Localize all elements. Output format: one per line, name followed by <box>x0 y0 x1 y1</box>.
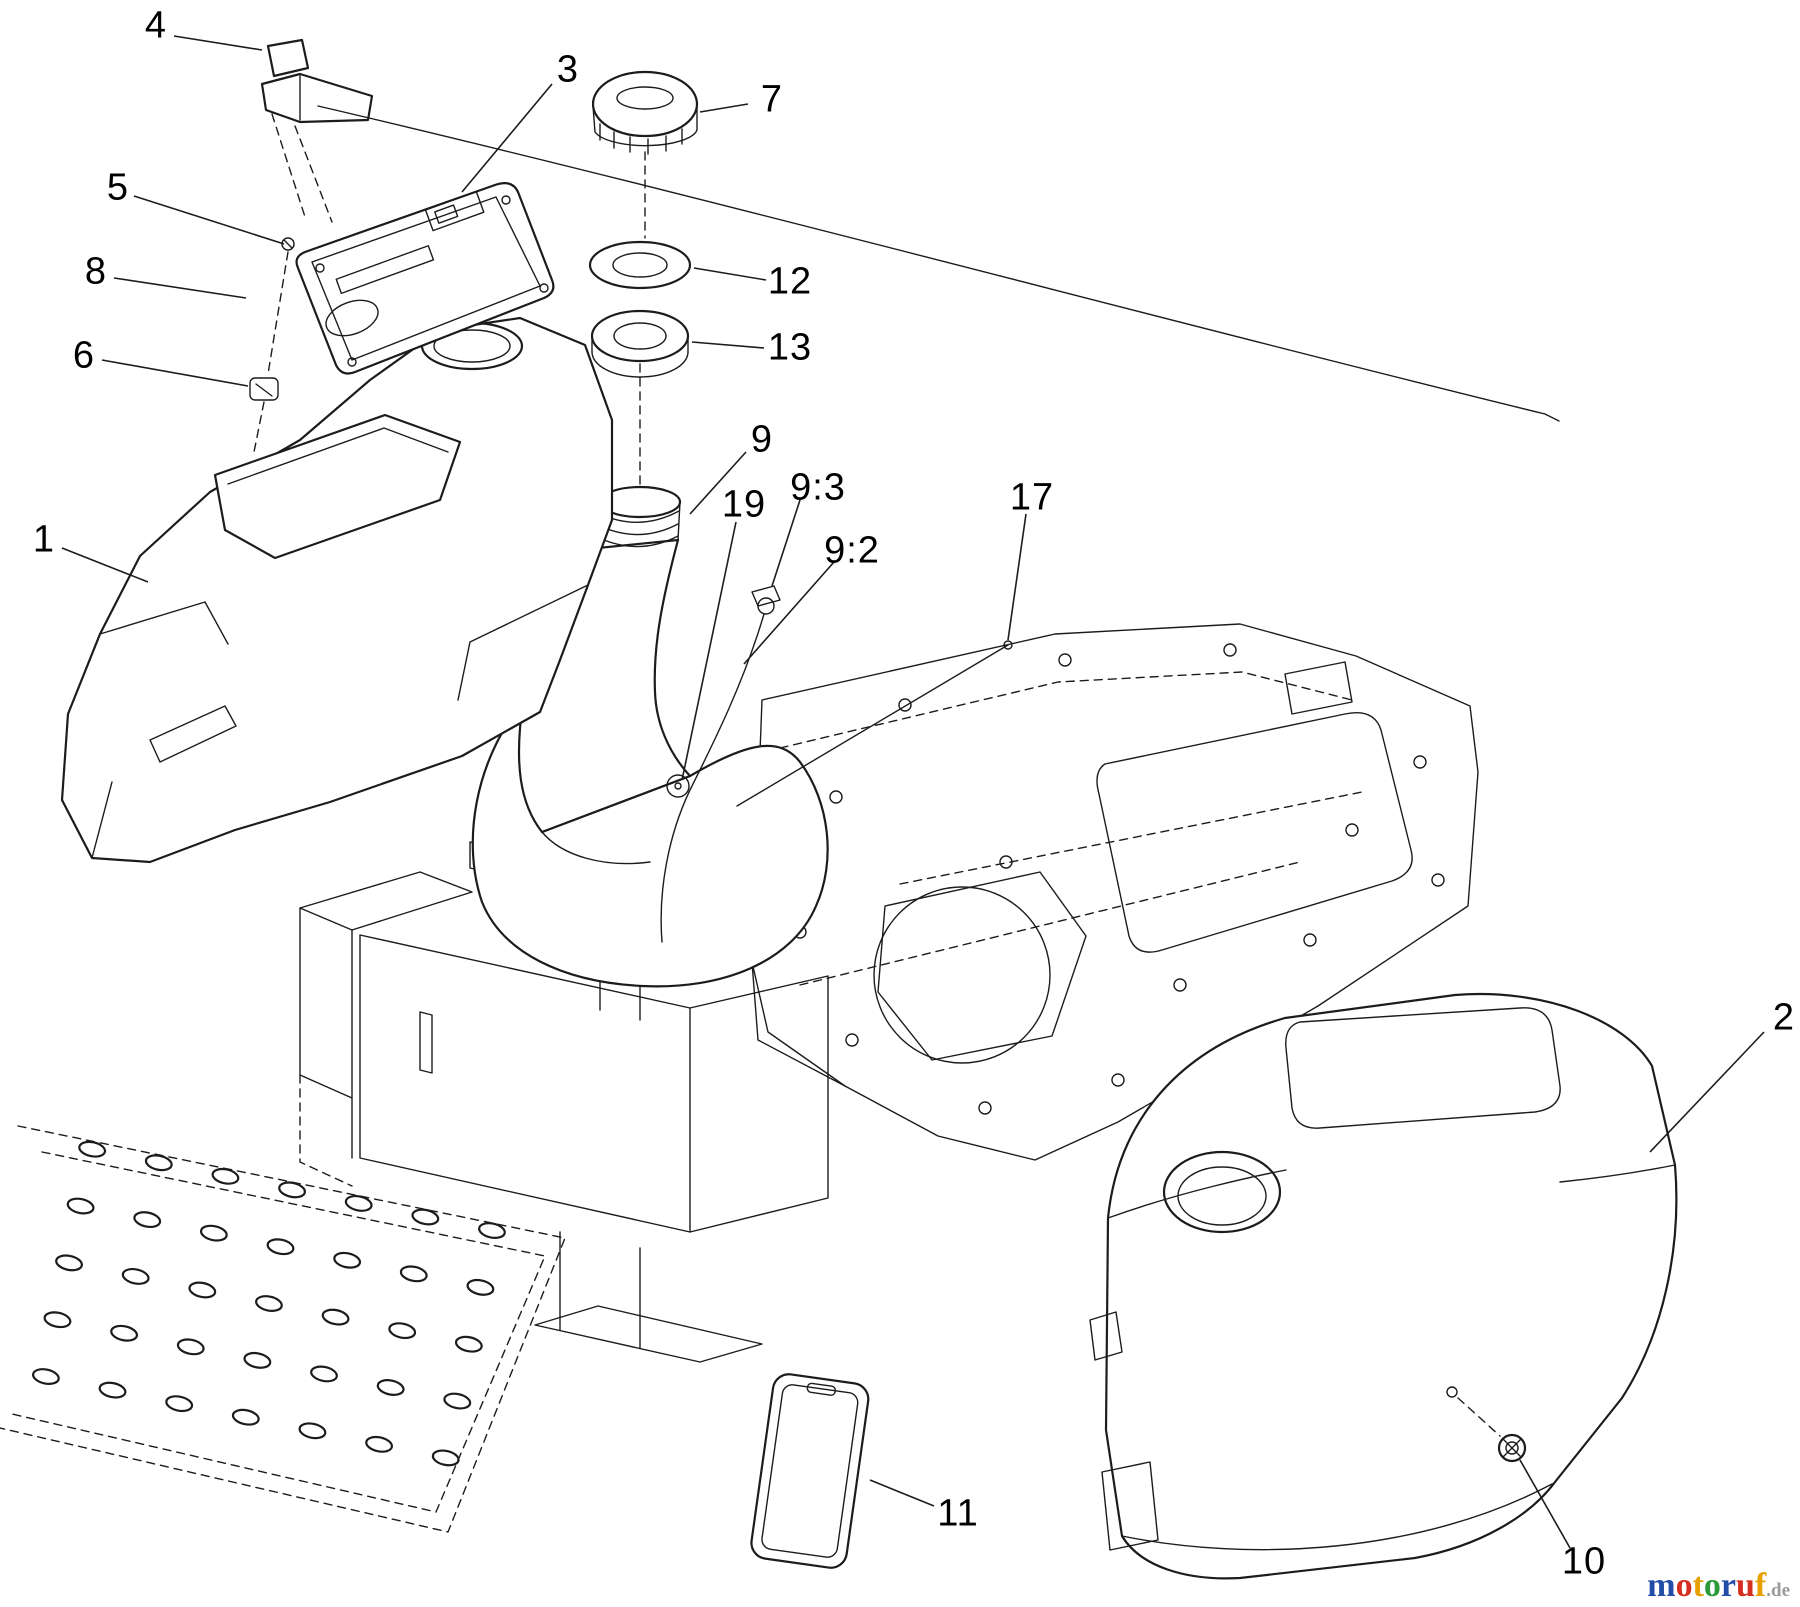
watermark-letter: o <box>1675 1567 1693 1604</box>
chassis-frame-drawing <box>751 623 1479 1161</box>
watermark-letter: r <box>1720 1567 1736 1604</box>
watermark-letter: u <box>1736 1567 1755 1604</box>
callout-6: 6 <box>72 334 96 377</box>
watermark-letter: f <box>1754 1567 1767 1604</box>
control-panel-drawing <box>295 182 555 375</box>
clip-drawing <box>249 377 279 453</box>
callout-8: 8 <box>84 250 108 293</box>
washer-drawing <box>588 240 692 290</box>
callout-2: 2 <box>1772 996 1796 1039</box>
watermark-logo: motoruf.de <box>1647 1569 1790 1603</box>
console-left-drawing <box>60 316 614 864</box>
callout-5: 5 <box>106 166 130 209</box>
callout-19: 19 <box>721 483 767 526</box>
callout-13: 13 <box>767 326 813 369</box>
console-right-drawing <box>1089 993 1678 1580</box>
callout-17: 17 <box>1009 476 1055 519</box>
fuel-cap-drawing <box>591 70 699 239</box>
cable-drawing <box>660 585 781 943</box>
screw-drawing <box>1497 1433 1527 1463</box>
callout-1: 1 <box>32 518 56 561</box>
callout-11: 11 <box>937 1492 979 1535</box>
callout-9-3: 9:3 <box>790 466 846 509</box>
foot-platform-drawing <box>0 1125 566 1533</box>
callout-12: 12 <box>767 260 813 303</box>
pad-drawing <box>750 1373 870 1569</box>
watermark-letter: o <box>1703 1567 1721 1604</box>
frame-tower-drawing <box>299 841 829 1363</box>
callout-9: 9 <box>750 418 774 461</box>
watermark-letter: m <box>1647 1567 1676 1604</box>
watermark-letter: .de <box>1766 1580 1790 1601</box>
callout-7: 7 <box>760 78 784 121</box>
rod-drawing <box>736 640 1013 807</box>
callout-4: 4 <box>144 4 168 47</box>
callout-10: 10 <box>1561 1540 1607 1583</box>
watermark-letter: t <box>1692 1567 1704 1604</box>
grommet-drawing <box>590 309 690 489</box>
lever-rod-drawing <box>260 38 1560 422</box>
callout-9-2: 9:2 <box>824 529 880 572</box>
callout-3: 3 <box>556 48 580 91</box>
